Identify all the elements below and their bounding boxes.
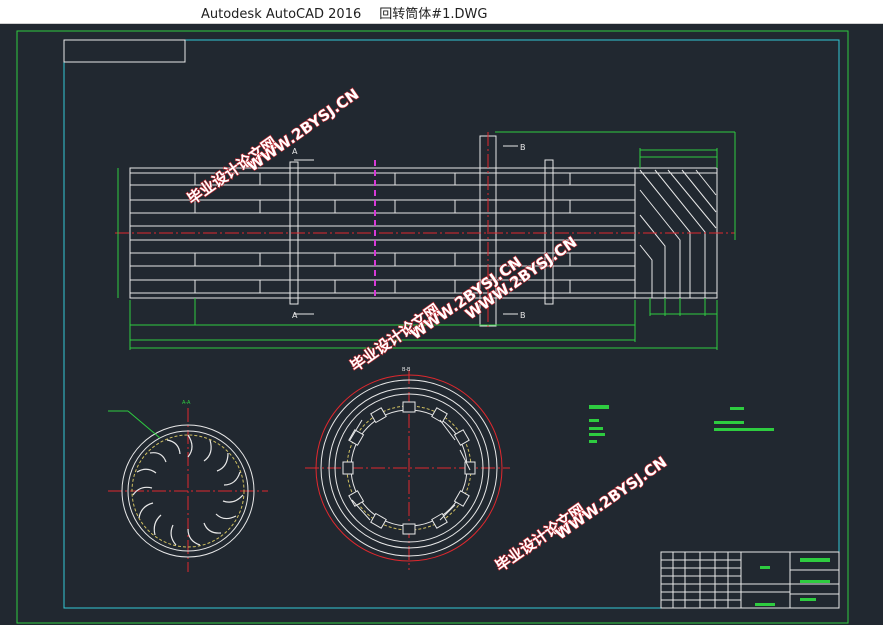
watermark-cn-3: 毕业设计论文网 <box>492 500 588 575</box>
inner-frame <box>63 39 840 609</box>
outer-frame <box>16 30 849 624</box>
title-block <box>660 551 840 609</box>
view-label-a: A-A <box>182 400 191 406</box>
section-b-top-label: B <box>520 143 526 152</box>
dimensions <box>117 131 736 350</box>
title-block-text <box>755 558 830 606</box>
section-arrows <box>294 145 518 315</box>
view-label-b: B-B <box>402 367 411 373</box>
window-title: Autodesk AutoCAD 2016 回转筒体#1.DWG <box>201 3 505 22</box>
title-bar: Autodesk AutoCAD 2016 回转筒体#1.DWG <box>0 0 883 24</box>
technical-notes <box>589 405 774 443</box>
section-markers: A A B B <box>292 143 526 320</box>
watermarks: 毕业设计论文网 WWW.2BYSJ.CN WWW.2BYSJ.CN 毕业设计论文… <box>183 84 670 575</box>
app-name: Autodesk AutoCAD 2016 <box>201 7 362 22</box>
section-b-bottom-label: B <box>520 311 526 320</box>
section-a-view[interactable]: A-A <box>108 400 255 558</box>
corner-label-box <box>63 39 186 63</box>
watermark-url-1: WWW.2BYSJ.CN <box>244 85 362 175</box>
document-name: 回转筒体#1.DWG <box>379 7 488 22</box>
section-b-view[interactable]: B-B <box>315 367 503 562</box>
watermark-cn-2: 毕业设计论文网 <box>347 300 443 375</box>
section-a-top-label: A <box>292 147 298 156</box>
section-a-bottom-label: A <box>292 311 298 320</box>
drawing-canvas[interactable]: A A B B A-A <box>0 24 883 625</box>
cylinder-side-view[interactable] <box>129 135 718 327</box>
drawing-svg[interactable]: A A B B A-A <box>0 24 883 625</box>
watermark-url-4: WWW.2BYSJ.CN <box>552 453 670 543</box>
